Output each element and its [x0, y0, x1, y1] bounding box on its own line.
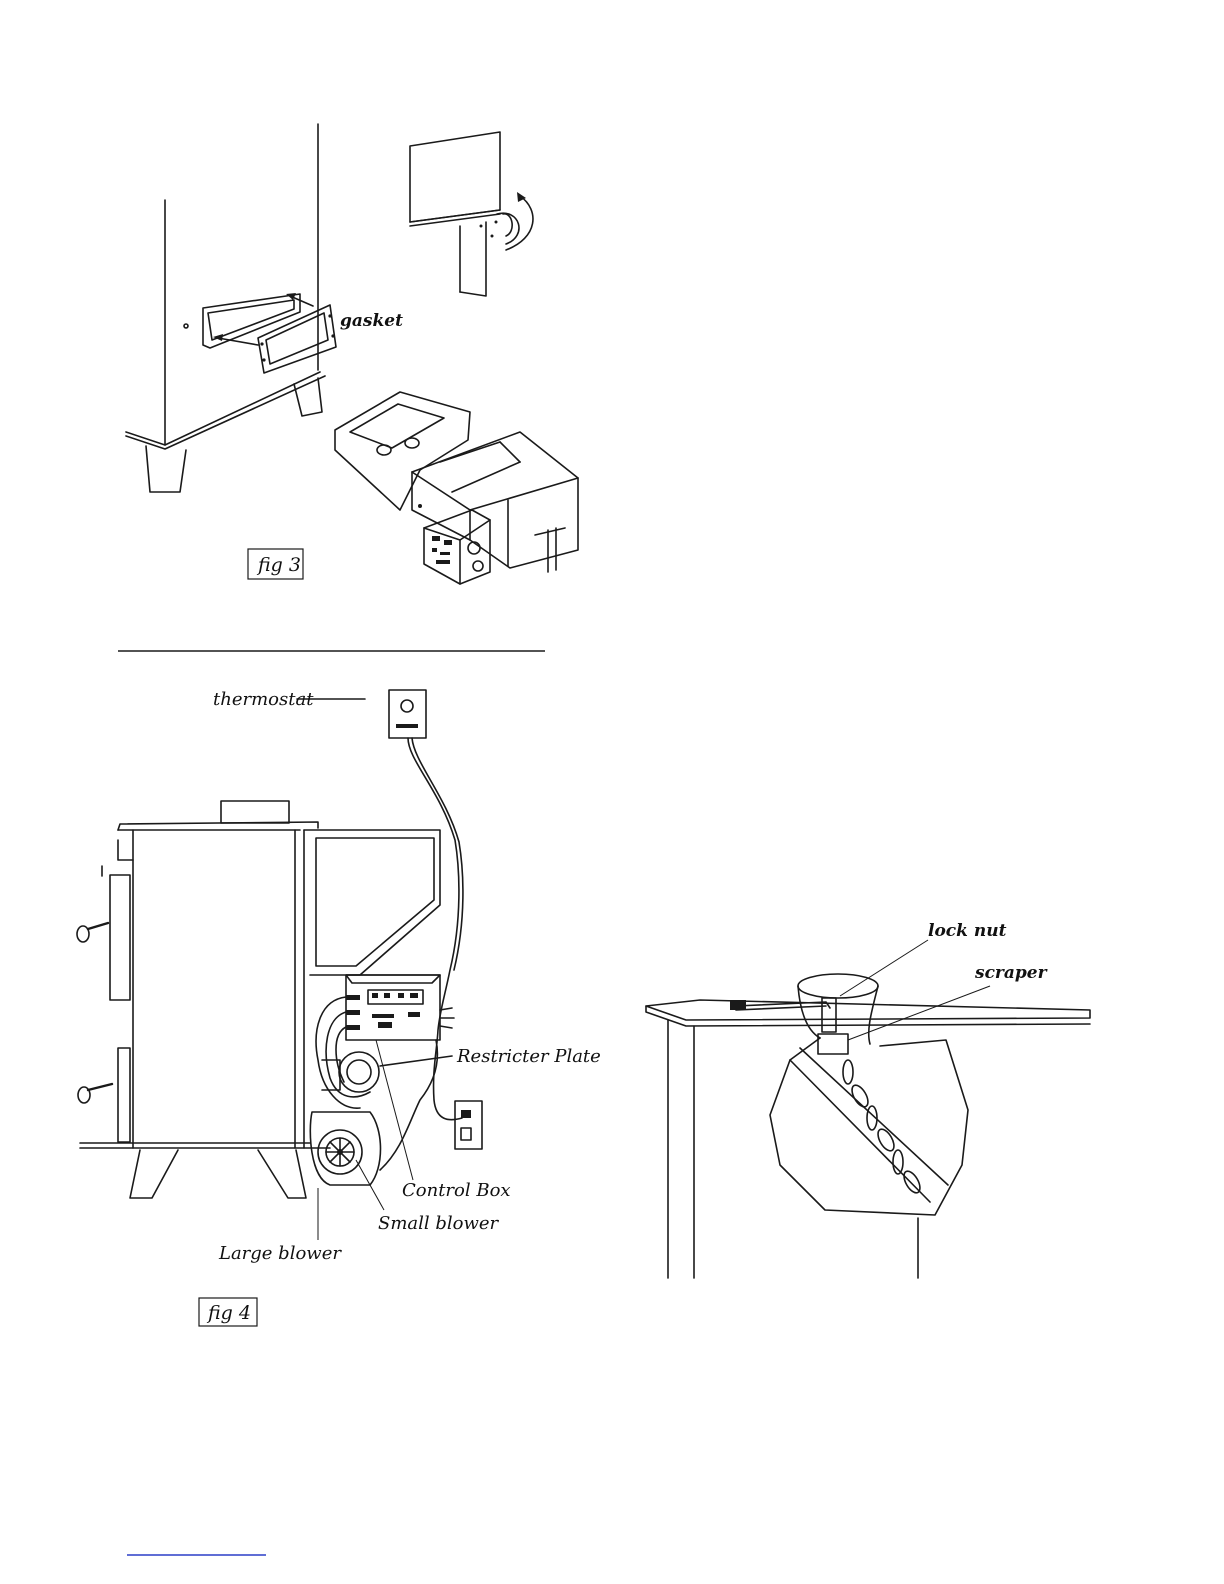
scraper-label: scraper: [974, 963, 1048, 983]
fig4-illustration: [77, 690, 482, 1240]
fig4-tag: fig 4: [199, 1298, 257, 1326]
restricter-plate-label: Restricter Plate: [456, 1046, 601, 1067]
fig4-label: fig 4: [206, 1302, 251, 1324]
small-blower-label: Small blower: [378, 1213, 500, 1234]
control-box-label: Control Box: [402, 1180, 511, 1201]
large-blower-label: Large blower: [218, 1243, 342, 1264]
scraper-illustration: [646, 940, 1090, 1278]
fig3-label: fig 3: [256, 554, 301, 576]
lock-nut-label: lock nut: [928, 921, 1007, 941]
fig3-tag: fig 3: [248, 549, 303, 579]
thermostat-label: thermostat: [213, 689, 314, 710]
fig3-illustration: [126, 124, 578, 584]
gasket-label: gasket: [340, 311, 403, 331]
